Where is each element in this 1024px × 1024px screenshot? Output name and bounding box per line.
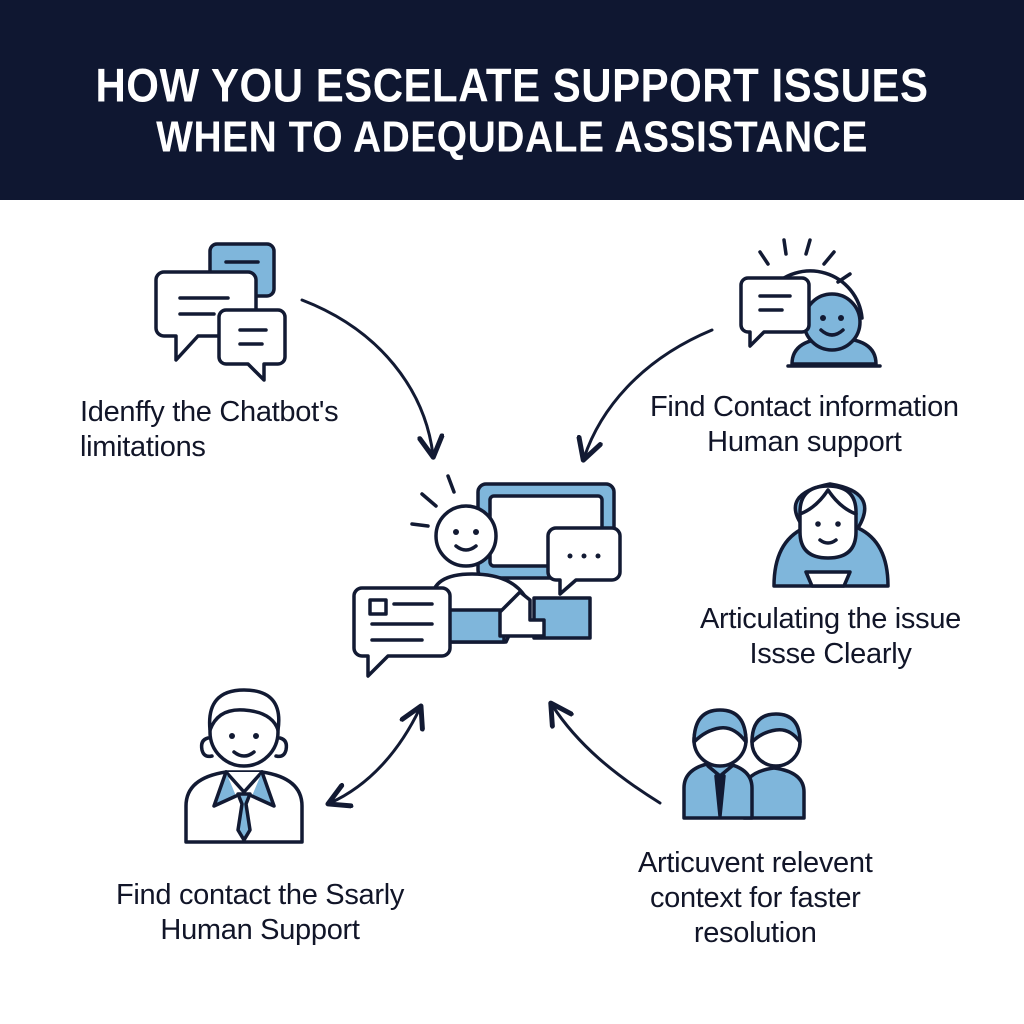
businessman-icon <box>184 688 304 844</box>
title-line-1: HOW YOU ESCELATE SUPPORT ISSUES <box>95 59 929 112</box>
label-identify-limitations: Idenffy the Chatbot's limitations <box>80 396 339 463</box>
arrow-contact-to-center <box>584 328 714 458</box>
title-line-2: WHEN TO ADEQUDALE ASSISTANCE <box>156 113 868 162</box>
person-at-computer-chat-icon <box>352 474 622 678</box>
header-banner: HOW YOU ESCELATE SUPPORT ISSUES WHEN TO … <box>0 0 1024 200</box>
arrow-identify-to-center <box>300 298 433 455</box>
label-find-contact-info: Find Contact information Human support <box>650 391 959 458</box>
support-agent-headset-icon <box>739 238 882 368</box>
woman-avatar-icon <box>772 482 890 588</box>
two-people-icon <box>682 708 806 820</box>
label-human-support: Find contact the Ssarly Human Support <box>116 879 405 946</box>
chat-bubbles-icon <box>154 242 287 382</box>
arrow-context-to-center <box>552 705 662 805</box>
arrow-center-human-bidirectional <box>330 708 420 803</box>
label-articulate-issue: Articulating the issue Issse Clearly <box>700 603 961 670</box>
label-relevant-context: Articuvent relevent context for faster r… <box>638 847 873 949</box>
